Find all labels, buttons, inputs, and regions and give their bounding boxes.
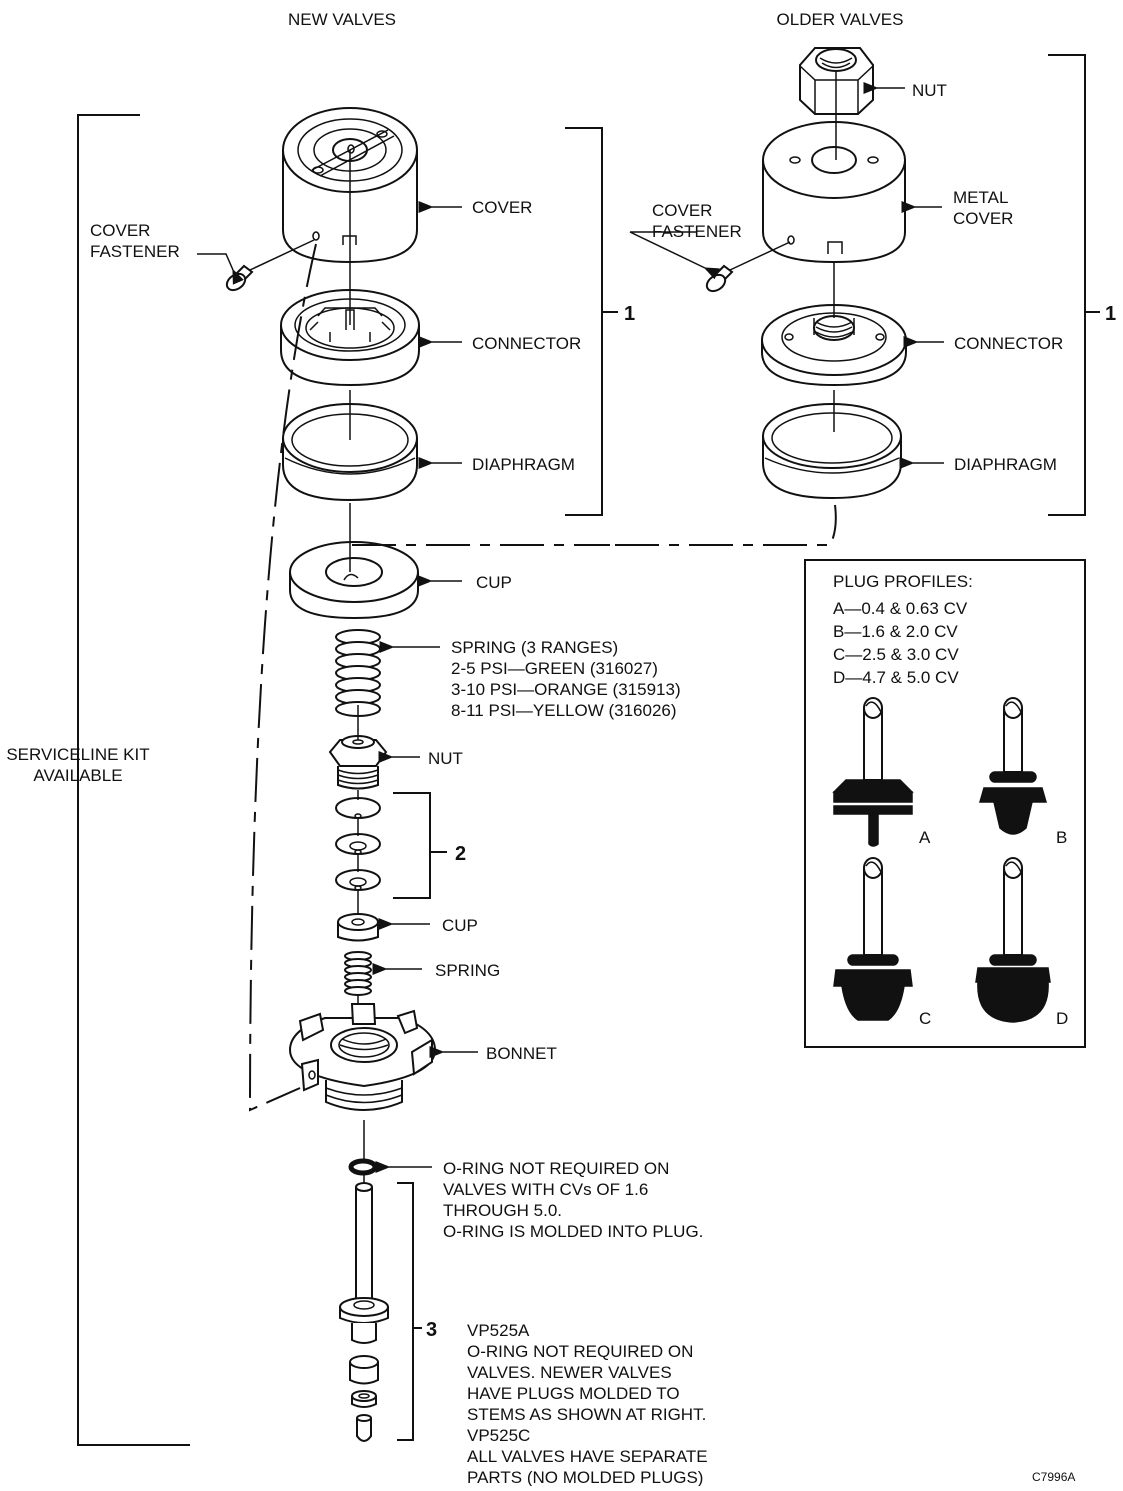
plug-letter-d: D [1056, 1009, 1068, 1028]
new-discs [335, 797, 381, 891]
new-diaphragm [282, 403, 418, 502]
new-bonnet [288, 1003, 437, 1111]
old-diaphragm-label: DIAPHRAGM [954, 455, 1057, 474]
spring-label-2: 2-5 PSI—GREEN (316027) [451, 659, 658, 678]
group3-label-5: STEMS AS SHOWN AT RIGHT. [467, 1405, 706, 1424]
plug-b [979, 697, 1047, 835]
group3-label-6: VP525C [467, 1426, 530, 1445]
o-ring-label-1: O-RING NOT REQUIRED ON [443, 1159, 669, 1178]
serviceline-bracket [77, 114, 190, 1446]
plug-profile-line-d: D—4.7 & 5.0 CV [833, 668, 959, 687]
plug-d [975, 857, 1051, 1023]
old-connector-label: CONNECTOR [954, 334, 1063, 353]
old-group-callout: 1 [1105, 303, 1116, 325]
spring-label-3: 3-10 PSI—ORANGE (315913) [451, 680, 681, 699]
old-cover-fastener-label-2: FASTENER [652, 222, 742, 241]
new-cover-label: COVER [472, 198, 532, 217]
serviceline-label-2: AVAILABLE [33, 766, 122, 785]
small-cup-label: CUP [442, 916, 478, 935]
new-cup-label: CUP [476, 573, 512, 592]
discs-group-callout: 2 [455, 843, 466, 865]
plug-profile-line-b: B—1.6 & 2.0 CV [833, 622, 958, 641]
plug-letter-b: B [1056, 828, 1067, 847]
old-metal-cover [762, 121, 906, 264]
drawing-code: C7996A [1032, 1470, 1075, 1484]
group3-label-2: O-RING NOT REQUIRED ON [467, 1342, 693, 1361]
plug-profile-line-c: C—2.5 & 3.0 CV [833, 645, 959, 664]
new-stem-assembly [339, 1182, 389, 1442]
new-cover-fastener-label-2: FASTENER [90, 242, 180, 261]
new-group-bracket [565, 127, 603, 516]
plug-letter-a: A [919, 828, 931, 847]
group3-label-4: HAVE PLUGS MOLDED TO [467, 1384, 680, 1403]
discs-group-bracket [393, 792, 431, 899]
group3-label-8: PARTS (NO MOLDED PLUGS) [467, 1468, 703, 1486]
old-cover-fastener-label-1: COVER [652, 201, 712, 220]
o-ring-label-3: THROUGH 5.0. [443, 1201, 562, 1220]
old-center-lines [833, 72, 837, 432]
plug-c [833, 857, 913, 1021]
new-spring-large [335, 629, 381, 717]
new-o-ring [348, 1158, 378, 1176]
new-diaphragm-label: DIAPHRAGM [472, 455, 575, 474]
new-nut-label: NUT [428, 749, 463, 768]
new-spring-small [344, 951, 372, 996]
old-metal-cover-label-1: METAL [953, 188, 1008, 207]
old-group-bracket [1048, 54, 1086, 516]
group3-label-7: ALL VALVES HAVE SEPARATE [467, 1447, 708, 1466]
stem-group-bracket [397, 1182, 414, 1441]
new-cup-small [337, 913, 379, 942]
new-valves-heading: NEW VALVES [288, 10, 396, 29]
new-group-callout: 1 [624, 303, 635, 325]
stem-group-callout: 3 [426, 1319, 437, 1341]
o-ring-label-2: VALVES WITH CVs OF 1.6 [443, 1180, 648, 1199]
o-ring-label-4: O-RING IS MOLDED INTO PLUG. [443, 1222, 703, 1241]
old-leader-arrows [629, 82, 944, 469]
assembly-dashed-lines [248, 243, 837, 1112]
group3-label-1: VP525A [467, 1321, 530, 1340]
old-nut-label: NUT [912, 81, 947, 100]
spring-label-4: 8-11 PSI—YELLOW (316026) [451, 701, 677, 720]
new-center-lines [349, 150, 365, 1183]
spring-label-1: SPRING (3 RANGES) [451, 638, 618, 657]
serviceline-label-1: SERVICELINE KIT [6, 745, 149, 764]
plug-a [832, 697, 914, 847]
new-cover-fastener-label-1: COVER [90, 221, 150, 240]
plug-profile-line-a: A—0.4 & 0.63 CV [833, 599, 968, 618]
old-metal-cover-label-2: COVER [953, 209, 1013, 228]
plug-profiles-title: PLUG PROFILES: [833, 572, 973, 591]
bonnet-label: BONNET [486, 1044, 557, 1063]
small-spring-label: SPRING [435, 961, 500, 980]
old-diaphragm [762, 403, 902, 500]
new-cup-large [289, 541, 419, 620]
older-valves-heading: OLDER VALVES [777, 10, 904, 29]
plug-letter-c: C [919, 1009, 931, 1028]
new-connector-label: CONNECTOR [472, 334, 581, 353]
group3-label-3: VALVES. NEWER VALVES [467, 1363, 672, 1382]
new-nut [328, 735, 388, 790]
new-leader-arrows [197, 201, 478, 1173]
